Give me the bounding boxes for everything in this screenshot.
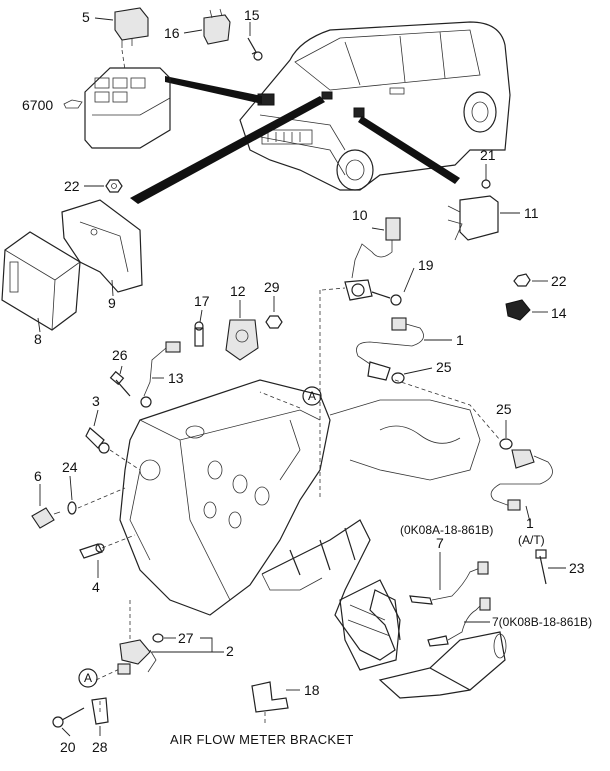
leader-dash bbox=[77, 487, 126, 509]
sensor-12 bbox=[225, 319, 259, 361]
relay-16 bbox=[203, 8, 231, 45]
label-27: 27 bbox=[178, 630, 194, 646]
label-14: 14 bbox=[551, 305, 567, 321]
bracket-28 bbox=[91, 697, 109, 725]
sensor-13 bbox=[140, 341, 181, 408]
label-18: 18 bbox=[304, 682, 320, 698]
bolt-19 bbox=[371, 291, 402, 306]
label-9: 9 bbox=[108, 295, 116, 311]
ecu-8 bbox=[1, 231, 81, 331]
label-3: 3 bbox=[92, 393, 100, 409]
label-28: 28 bbox=[92, 739, 108, 755]
sensor-2 bbox=[117, 639, 157, 675]
label-24: 24 bbox=[62, 459, 78, 475]
marker-a-top: A bbox=[302, 386, 322, 406]
label-4: 4 bbox=[92, 579, 100, 595]
label-1-at: 1 bbox=[526, 515, 534, 531]
label-7b: 7(0K08B-18-861B) bbox=[492, 615, 592, 629]
oxygen-sensor-7b bbox=[427, 597, 491, 647]
bracket-9 bbox=[61, 199, 143, 293]
caption-air-flow-meter-bracket: AIR FLOW METER BRACKET bbox=[170, 732, 354, 747]
bolt-17 bbox=[194, 321, 204, 347]
vehicle-illustration bbox=[239, 21, 511, 191]
label-22-right: 22 bbox=[551, 273, 567, 289]
bolt-20 bbox=[52, 707, 85, 728]
label-23: 23 bbox=[569, 560, 585, 576]
leader-dash bbox=[259, 391, 301, 409]
label-2: 2 bbox=[226, 643, 234, 659]
label-5: 5 bbox=[82, 9, 90, 25]
svg-text:A: A bbox=[84, 671, 92, 685]
sensor-1 bbox=[356, 317, 424, 381]
label-10: 10 bbox=[352, 207, 368, 223]
washer-24 bbox=[67, 501, 77, 515]
washer-25a bbox=[391, 372, 405, 384]
label-25-right: 25 bbox=[496, 401, 512, 417]
junction-box-6700 bbox=[84, 49, 171, 149]
nut-21 bbox=[481, 179, 491, 189]
catalytic-converter bbox=[339, 579, 401, 671]
engine-block bbox=[119, 379, 331, 616]
label-6: 6 bbox=[34, 468, 42, 484]
bolt-15 bbox=[247, 37, 263, 61]
washer-25b bbox=[499, 438, 513, 450]
label-16: 16 bbox=[164, 25, 180, 41]
sensor-10 bbox=[344, 217, 401, 301]
label-19: 19 bbox=[418, 257, 434, 273]
nut-29 bbox=[265, 315, 283, 329]
label-15: 15 bbox=[244, 7, 260, 23]
pointer-wedge bbox=[130, 96, 325, 204]
pointer-wedge bbox=[358, 116, 460, 184]
label-1: 1 bbox=[456, 332, 464, 348]
exhaust-manifold bbox=[261, 519, 401, 661]
oxygen-sensor-7a bbox=[409, 561, 489, 605]
label-26: 26 bbox=[112, 347, 128, 363]
label-7a-code: (0K08A-18-861B) bbox=[400, 523, 493, 537]
bolt-23 bbox=[535, 549, 547, 585]
leader-dash bbox=[394, 379, 501, 441]
oring-27 bbox=[152, 633, 164, 643]
label-22-top: 22 bbox=[64, 178, 80, 194]
leader-dash bbox=[321, 287, 346, 291]
label-20: 20 bbox=[60, 739, 76, 755]
muffler-pipe bbox=[378, 631, 507, 699]
leader-dash bbox=[109, 449, 141, 471]
bolt-26 bbox=[109, 370, 131, 397]
label-7a: 7 bbox=[436, 535, 444, 551]
label-12: 12 bbox=[230, 283, 246, 299]
sensor-4 bbox=[79, 543, 105, 559]
nut-22b bbox=[513, 273, 531, 287]
label-25-top: 25 bbox=[436, 359, 452, 375]
marker-a-bottom: A bbox=[78, 668, 98, 688]
label-21: 21 bbox=[480, 147, 496, 163]
pointer-wedge bbox=[165, 76, 262, 104]
label-11: 11 bbox=[524, 205, 539, 221]
label-8: 8 bbox=[34, 331, 42, 347]
control-unit-11 bbox=[447, 195, 499, 241]
sensor-6 bbox=[31, 507, 61, 529]
sensor-3 bbox=[85, 427, 110, 454]
nut-22a bbox=[105, 179, 123, 193]
label-13: 13 bbox=[168, 370, 184, 386]
label-6700: 6700 bbox=[22, 97, 53, 113]
label-at-note: (A/T) bbox=[518, 533, 545, 547]
label-17: 17 bbox=[194, 293, 210, 309]
svg-text:A: A bbox=[308, 389, 316, 403]
sensor-1-at bbox=[490, 449, 553, 511]
engine-right bbox=[329, 399, 481, 481]
label-29: 29 bbox=[264, 279, 280, 295]
leader-2 bbox=[152, 637, 224, 653]
relay-5 bbox=[114, 7, 149, 48]
air-flow-meter-bracket-18 bbox=[251, 681, 289, 713]
leader-dash bbox=[101, 534, 136, 549]
sensor-14 bbox=[505, 299, 531, 321]
